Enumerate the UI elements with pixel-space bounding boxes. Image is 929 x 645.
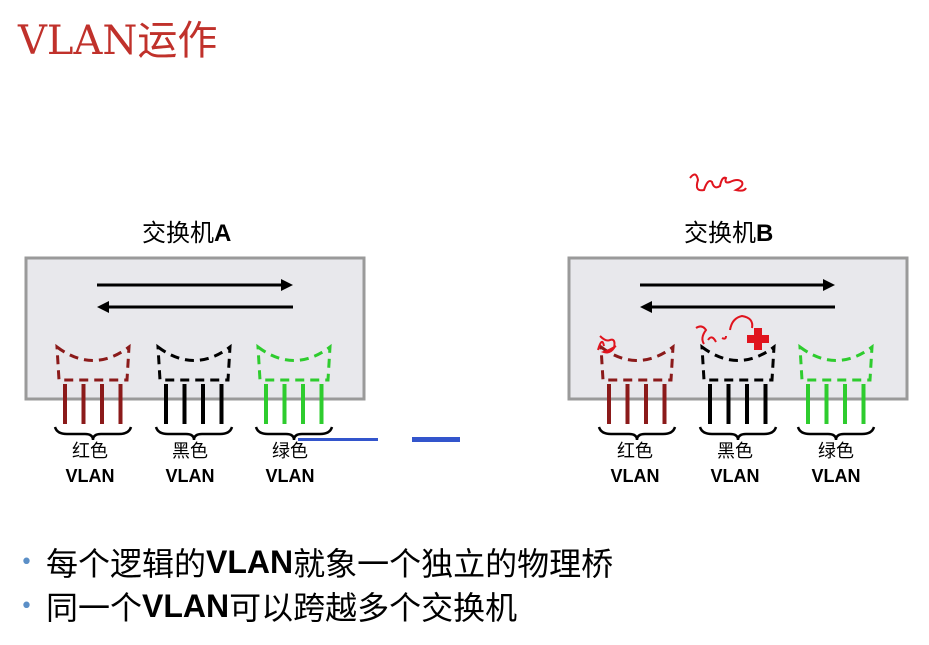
switch-b-vlan-black-label: 黑色 VLAN — [690, 440, 780, 488]
switch-b-letter: B — [756, 220, 774, 247]
vlan-name: 红色 — [617, 441, 653, 462]
switch-b-vlan-green-ports — [796, 343, 876, 441]
bullet-bold: VLAN — [142, 587, 230, 624]
switch-b-vlan-red-label: 红色 VLAN — [590, 440, 680, 488]
switch-b-arrows — [640, 279, 835, 313]
bullet-bold: VLAN — [206, 543, 294, 580]
red-cross-icon — [747, 328, 769, 350]
switch-a-box — [24, 256, 366, 401]
vlan-name: 黑色 — [172, 441, 208, 462]
vlan-tag: VLAN — [65, 466, 115, 486]
switch-a-vlan-red-label: 红色 VLAN — [45, 440, 135, 488]
vlan-tag: VLAN — [710, 466, 760, 486]
switch-b-vlan-green-label: 绿色 VLAN — [791, 440, 881, 488]
vlan-name: 绿色 — [818, 441, 854, 462]
switch-a-arrows — [97, 279, 293, 313]
blue-artifact — [298, 437, 460, 442]
bullet-text: 每个逻辑的 — [46, 545, 207, 583]
switch-a-vlan-green-ports — [254, 343, 334, 441]
vlan-tag: VLAN — [165, 466, 215, 486]
vlan-tag: VLAN — [811, 466, 861, 486]
switch-b-vlan-black-ports — [698, 343, 778, 441]
handwritten-annotations — [597, 173, 754, 354]
switch-a-vlan-black-ports — [154, 343, 234, 441]
vlan-name: 黑色 — [717, 441, 753, 462]
switch-b-prefix: 交换机 — [684, 219, 756, 247]
bullet-text: 可以跨越多个交换机 — [229, 589, 518, 627]
vlan-tag: VLAN — [265, 466, 315, 486]
bullet-text: 同一个 — [46, 589, 143, 627]
vlan-name: 红色 — [72, 441, 108, 462]
bullet-text: 就象一个独立的物理桥 — [293, 545, 614, 583]
switch-b-label: 交换机B — [684, 213, 773, 248]
switch-a-vlan-green-label: 绿色 VLAN — [245, 440, 335, 488]
page-title: VLAN运作 — [18, 18, 218, 64]
switch-b-box — [567, 256, 909, 401]
vlan-name: 绿色 — [272, 441, 308, 462]
switch-a-vlan-black-label: 黑色 VLAN — [145, 440, 235, 488]
bullet-dot-icon: • — [20, 593, 33, 619]
switch-b-vlan-red-ports — [597, 343, 677, 441]
switch-a-vlan-red-ports — [53, 343, 133, 441]
switch-a-letter: A — [214, 220, 232, 247]
vlan-tag: VLAN — [610, 466, 660, 486]
bullet-dot-icon: • — [20, 549, 33, 575]
switch-a-prefix: 交换机 — [142, 219, 214, 247]
switch-a-label: 交换机A — [142, 213, 231, 248]
